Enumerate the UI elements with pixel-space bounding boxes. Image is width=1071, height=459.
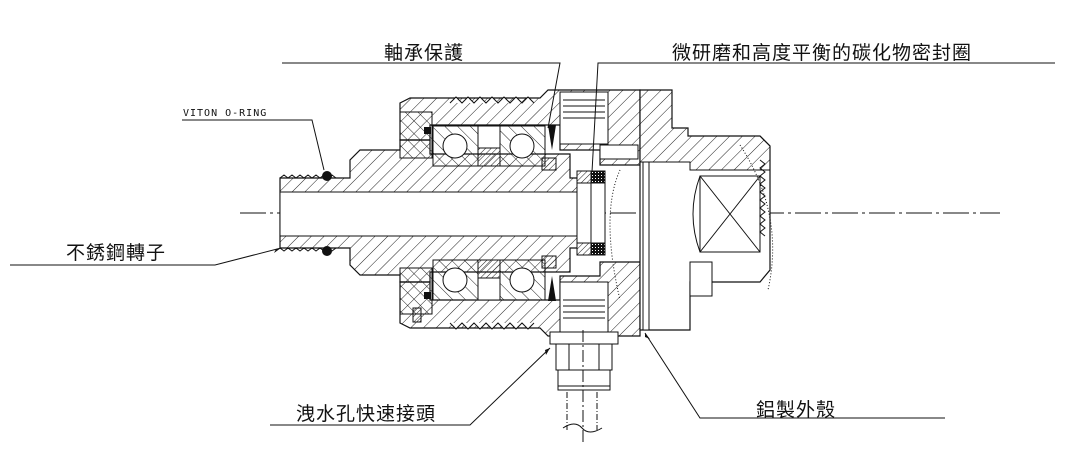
label-bearing-protection: 軸承保護 <box>384 42 465 64</box>
label-stainless-rotor: 不銹鋼轉子 <box>66 242 167 264</box>
aluminum-housing <box>599 89 774 331</box>
rotor-shaft <box>279 139 581 283</box>
viton-oring-bottom <box>322 246 332 256</box>
leader-stainless-rotor <box>10 247 282 266</box>
leader-drain-connector <box>270 347 551 426</box>
leader-carbide-seal <box>591 62 1055 173</box>
leader-aluminum-housing <box>644 332 945 419</box>
leader-viton-oring <box>182 119 325 171</box>
label-drain-connector: 洩水孔快速接頭 <box>296 403 437 425</box>
bottom-port <box>559 281 609 333</box>
carbide-seal <box>576 170 606 256</box>
label-viton-oring: VITON O-RING <box>183 108 268 119</box>
viton-oring-top <box>322 171 332 181</box>
leader-lines <box>10 62 1055 426</box>
bearing-bottom <box>424 255 557 301</box>
label-aluminum-housing: 鋁製外殼 <box>756 399 837 421</box>
bearing-top <box>432 125 557 171</box>
label-carbide-seal: 微研磨和高度平衡的碳化物密封圈 <box>672 42 973 64</box>
drain-connector <box>549 330 619 445</box>
leader-bearing-protection <box>282 62 561 129</box>
top-port <box>559 91 609 145</box>
